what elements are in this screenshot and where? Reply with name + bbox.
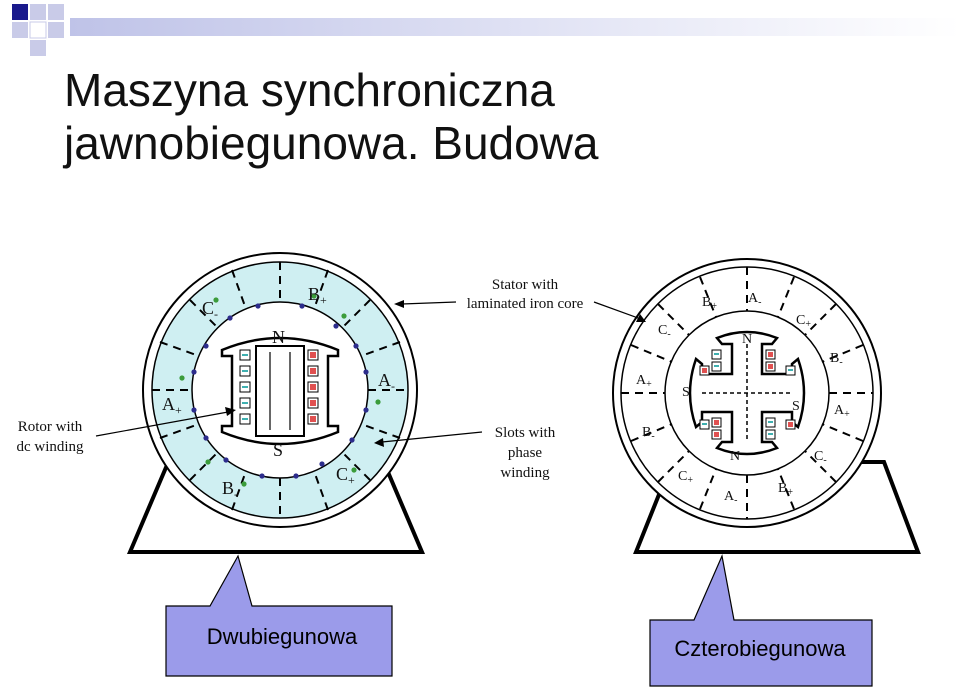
rotor-text-line-1: Rotor with bbox=[18, 419, 83, 435]
rotor-pole-core bbox=[255, 345, 305, 437]
rotor-four-pole bbox=[688, 330, 806, 456]
callout-czterobiegunowa: Czterobiegunowa bbox=[649, 553, 873, 687]
annotation-rotor: Rotor with dc winding bbox=[16, 407, 236, 455]
label-c-minus: C- bbox=[202, 298, 218, 321]
rotor-text-line-2: dc winding bbox=[16, 439, 84, 455]
label-a-minus-bottom: A- bbox=[724, 489, 737, 506]
stator-sector-lines bbox=[621, 267, 873, 519]
annotation-slots: Slots with phase winding bbox=[374, 425, 556, 481]
label-a-plus-right: A+ bbox=[834, 403, 850, 420]
slide-title: Maszyna synchroniczna jawnobiegunowa. Bu… bbox=[64, 64, 599, 171]
label-b-plus: B+ bbox=[702, 295, 717, 312]
stator-sector-lines bbox=[152, 262, 408, 518]
title-line-1: Maszyna synchroniczna bbox=[64, 64, 555, 116]
label-b-plus: B+ bbox=[308, 284, 327, 307]
header-square bbox=[12, 4, 28, 20]
header-square bbox=[30, 4, 46, 20]
header-decoration bbox=[12, 4, 960, 56]
two-pole-machine: C- B+ A- C+ B- A+ N S bbox=[126, 252, 426, 554]
header-square bbox=[48, 4, 64, 20]
label-c-minus-top: C- bbox=[658, 323, 671, 340]
label-b-minus-left: B- bbox=[642, 425, 655, 442]
label-south-left: S bbox=[682, 385, 690, 400]
label-north-bottom: N bbox=[730, 449, 740, 464]
slots-text-line-1: Slots with bbox=[495, 425, 556, 441]
label-south-right: S bbox=[792, 399, 800, 414]
slots-text-line-3: winding bbox=[500, 465, 550, 481]
slots-text-line-2: phase bbox=[508, 445, 542, 461]
header-square bbox=[30, 40, 46, 56]
header-square bbox=[48, 22, 64, 38]
header-square bbox=[29, 21, 47, 39]
label-c-minus-right: C- bbox=[814, 449, 827, 466]
label-a-plus-left: A+ bbox=[636, 373, 652, 390]
label-c-plus: C+ bbox=[336, 464, 355, 487]
label-a-minus-top: A- bbox=[748, 291, 761, 308]
label-b-minus: B- bbox=[222, 478, 238, 501]
header-square bbox=[12, 22, 28, 38]
callout-text-right: Czterobiegunowa bbox=[674, 636, 846, 661]
label-south-pole: S bbox=[273, 440, 283, 460]
four-pole-machine: B+ A- C+ C- B- A+ A+ B- C- C+ A- B+ N N … bbox=[612, 258, 921, 554]
callout-text-left: Dwubiegunowa bbox=[207, 624, 358, 649]
label-a-minus: A- bbox=[378, 370, 395, 393]
callout-dwubiegunowa: Dwubiegunowa bbox=[165, 554, 393, 677]
header-gradient-bar bbox=[70, 18, 960, 36]
stator-slots bbox=[179, 293, 381, 487]
label-north-top: N bbox=[742, 332, 752, 347]
label-b-minus-right: B- bbox=[830, 351, 843, 368]
label-north-pole: N bbox=[272, 327, 285, 347]
title-line-2: jawnobiegunowa. Budowa bbox=[64, 117, 599, 170]
rotor-two-pole bbox=[220, 336, 340, 446]
stator-text-line-2: laminated iron core bbox=[467, 296, 584, 312]
stator-text-line-1: Stator with bbox=[492, 277, 559, 293]
label-a-plus: A+ bbox=[162, 394, 182, 417]
label-b-plus-bottom: B+ bbox=[778, 481, 793, 498]
annotation-stator: Stator with laminated iron core bbox=[394, 277, 646, 322]
label-c-plus-top: C+ bbox=[796, 313, 811, 330]
label-c-plus-bottom: C+ bbox=[678, 469, 693, 486]
